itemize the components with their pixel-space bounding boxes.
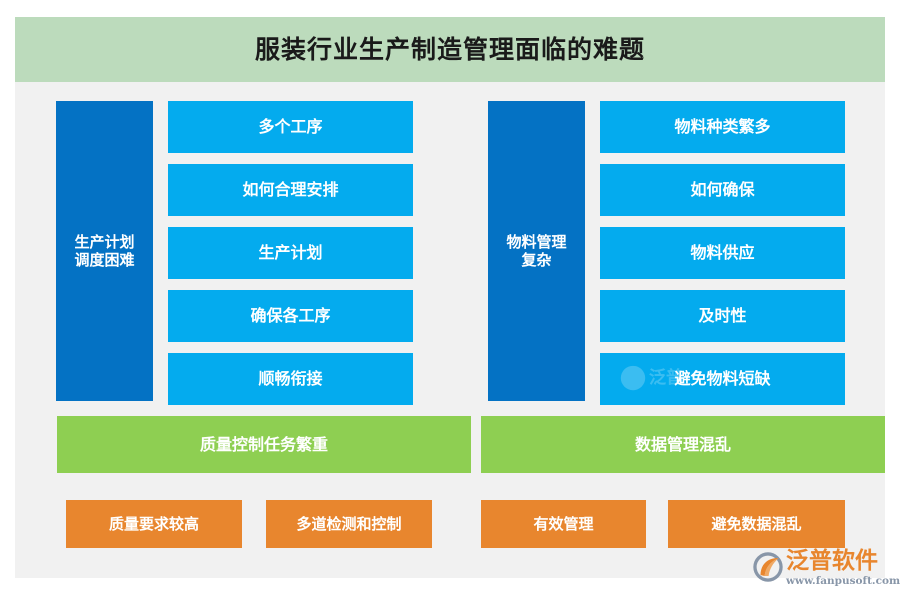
orange-box[interactable]: 质量要求较高 bbox=[66, 500, 242, 548]
page-title: 服装行业生产制造管理面临的难题 bbox=[254, 35, 645, 64]
brand-logo: 泛普软件 www.fanpusoft.com bbox=[752, 550, 900, 594]
orange-box[interactable]: 多道检测和控制 bbox=[266, 500, 432, 548]
fanpu-logo-icon bbox=[753, 552, 783, 582]
logo-website-url: www.fanpusoft.com bbox=[786, 575, 900, 587]
category-label-line2: 复杂 bbox=[521, 251, 552, 269]
item-box[interactable]: 确保各工序 bbox=[168, 290, 413, 342]
orange-box[interactable]: 避免数据混乱 bbox=[668, 500, 845, 548]
item-box[interactable]: 避免物料短缺 bbox=[600, 353, 845, 405]
logo-company-name: 泛普软件 bbox=[786, 548, 878, 574]
item-box[interactable]: 及时性 bbox=[600, 290, 845, 342]
green-bar-data-management[interactable]: 数据管理混乱 bbox=[481, 416, 885, 473]
item-box[interactable]: 如何确保 bbox=[600, 164, 845, 216]
item-box[interactable]: 物料供应 bbox=[600, 227, 845, 279]
item-box[interactable]: 顺畅衔接 bbox=[168, 353, 413, 405]
item-box[interactable]: 如何合理安排 bbox=[168, 164, 413, 216]
category-label-line1: 物料管理 bbox=[506, 232, 567, 251]
category-panel-production[interactable]: 生产计划 调度困难 bbox=[56, 101, 153, 401]
green-bar-quality-control[interactable]: 质量控制任务繁重 bbox=[57, 416, 471, 473]
item-box[interactable]: 多个工序 bbox=[168, 101, 413, 153]
page-title-banner: 服装行业生产制造管理面临的难题 bbox=[15, 17, 885, 82]
category-label-line2: 调度困难 bbox=[74, 251, 135, 269]
content-canvas: 生产计划 调度困难 多个工序 如何合理安排 生产计划 确保各工序 顺畅衔接 质量… bbox=[15, 82, 885, 578]
orange-box[interactable]: 有效管理 bbox=[481, 500, 646, 548]
category-label-line1: 生产计划 bbox=[74, 232, 135, 251]
item-box[interactable]: 生产计划 bbox=[168, 227, 413, 279]
category-panel-material[interactable]: 物料管理 复杂 bbox=[488, 101, 585, 401]
logo-text-group: 泛普软件 www.fanpusoft.com bbox=[786, 550, 900, 587]
item-box[interactable]: 物料种类繁多 bbox=[600, 101, 845, 153]
